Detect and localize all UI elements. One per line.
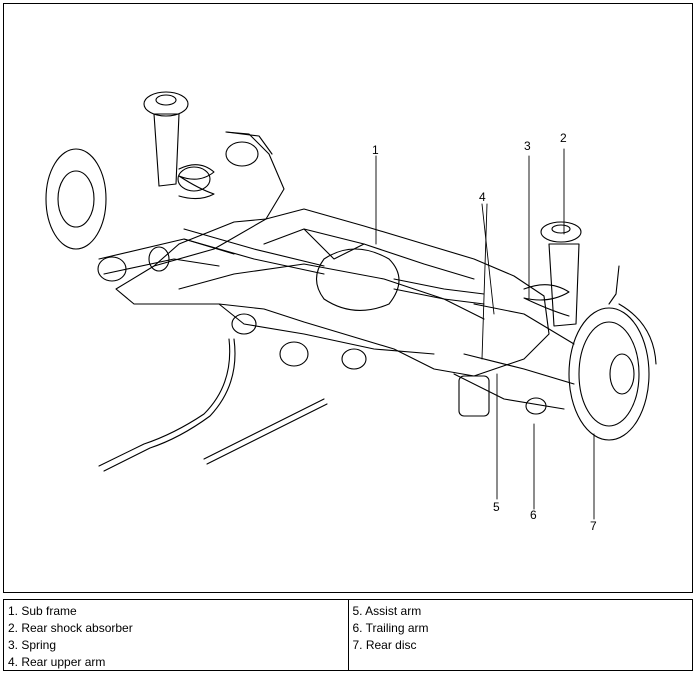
stabilizer-bar xyxy=(98,338,231,467)
legend-column-left: 1. Sub frame 2. Rear shock absorber 3. S… xyxy=(4,600,348,670)
rear-disc-outline xyxy=(568,307,650,441)
legend-item-trailing-arm: 6. Trailing arm xyxy=(352,621,429,635)
legend-item-rear-upper-arm: 4. Rear upper arm xyxy=(8,655,106,669)
legend-item-sub-frame: 1. Sub frame xyxy=(8,604,77,618)
suspension-illustration: 1 2 3 4 5 6 7 xyxy=(3,3,693,593)
rear-suspension-drawing xyxy=(45,91,657,520)
callout-2: 2 xyxy=(560,131,567,145)
legend-item-rear-disc: 7. Rear disc xyxy=(352,638,417,652)
legend-column-right: 5. Assist arm 6. Trailing arm 7. Rear di… xyxy=(347,600,693,670)
callout-7: 7 xyxy=(590,519,597,533)
sub-frame-outline xyxy=(115,208,550,377)
callout-3: 3 xyxy=(524,139,531,153)
parts-legend-table: 1. Sub frame 2. Rear shock absorber 3. S… xyxy=(3,599,693,671)
callout-1: 1 xyxy=(372,143,379,157)
legend-item-spring: 3. Spring xyxy=(8,638,57,652)
legend-item-rear-shock-absorber: 2. Rear shock absorber xyxy=(8,621,133,635)
callout-4: 4 xyxy=(479,190,486,204)
left-shock-body xyxy=(153,113,180,187)
callout-6: 6 xyxy=(530,508,537,522)
callout-5: 5 xyxy=(493,500,500,514)
differential-outline xyxy=(315,248,400,311)
legend-item-assist-arm: 5. Assist arm xyxy=(352,604,422,618)
